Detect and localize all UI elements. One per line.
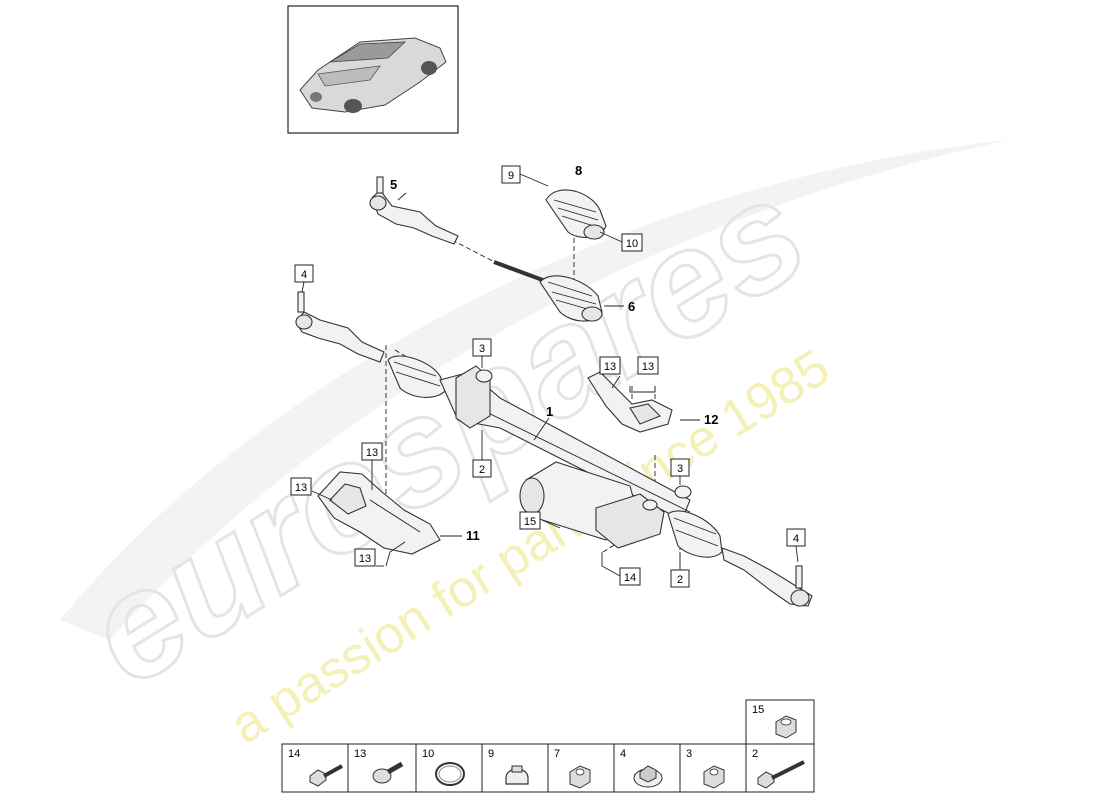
callout-15[interactable]: 15: [519, 511, 541, 530]
hose-clip-icon: [505, 765, 529, 785]
heat-shield-left: [317, 471, 441, 555]
callout-9-text: 9: [508, 170, 514, 182]
callout-3-right-text: 3: [677, 463, 683, 475]
legend-label-13: 13: [354, 748, 366, 760]
callout-13-d[interactable]: 13: [290, 477, 312, 496]
clamp-ring-icon: [435, 762, 465, 786]
legend-row: 14 13 10 9: [281, 743, 815, 793]
callout-13-c-text: 13: [366, 447, 378, 459]
callout-4-left[interactable]: 4: [294, 264, 314, 283]
callout-15-text: 15: [524, 516, 536, 528]
steering-rack: [295, 291, 813, 607]
bolt-long-icon: [309, 764, 343, 787]
legend-label-4: 4: [620, 748, 626, 760]
callout-3-upper-text: 3: [479, 343, 485, 355]
hex-nut-icon: [703, 765, 725, 789]
bolt-short-icon: [372, 761, 404, 784]
legend-label-14: 14: [288, 748, 300, 760]
callout-14[interactable]: 14: [619, 567, 641, 586]
callout-4-right-text: 4: [793, 533, 799, 545]
callout-9[interactable]: 9: [501, 165, 521, 184]
bellows-upper: [545, 189, 607, 240]
callout-2-left[interactable]: 2: [472, 459, 492, 478]
bolt-icon: [757, 760, 805, 789]
nut-icon: [569, 765, 591, 789]
legend-cell-10[interactable]: 10: [422, 748, 465, 786]
callout-1[interactable]: 1: [546, 404, 553, 419]
callout-4-left-text: 4: [301, 269, 307, 281]
callout-3-right[interactable]: 3: [670, 458, 690, 477]
callout-13-a-text: 13: [604, 361, 616, 373]
callout-6[interactable]: 6: [628, 299, 635, 314]
legend-cell-4[interactable]: 4: [620, 748, 663, 788]
legend: 15 14 13: [281, 699, 815, 793]
heat-shield-right: [587, 371, 673, 433]
callout-13-e-text: 13: [359, 553, 371, 565]
legend-cell-13[interactable]: 13: [354, 748, 404, 784]
flange-nut-icon: [775, 715, 797, 739]
watermark: eurospares a passion for parts since 198…: [56, 140, 1010, 755]
legend-label-7: 7: [554, 748, 560, 760]
callout-2-right-text: 2: [677, 574, 683, 586]
callout-13-e[interactable]: 13: [354, 548, 376, 567]
legend-label-3: 3: [686, 748, 692, 760]
callout-11[interactable]: 11: [466, 528, 480, 543]
legend-cell-15[interactable]: 15: [745, 699, 815, 745]
callout-10-text: 10: [626, 238, 638, 250]
callout-10[interactable]: 10: [621, 233, 643, 252]
callout-4-right[interactable]: 4: [786, 528, 806, 547]
legend-cell-7[interactable]: 7: [554, 748, 591, 789]
callout-5[interactable]: 5: [390, 177, 397, 192]
car-thumbnail: [287, 5, 459, 134]
callout-13-b[interactable]: 13: [637, 356, 659, 375]
legend-cell-3[interactable]: 3: [686, 748, 725, 789]
callout-13-a[interactable]: 13: [599, 356, 621, 375]
bellows-lower: [493, 260, 603, 322]
callout-2-right[interactable]: 2: [670, 569, 690, 588]
legend-label-2: 2: [752, 748, 758, 760]
callout-12[interactable]: 12: [704, 412, 718, 427]
callout-8[interactable]: 8: [575, 163, 582, 178]
callout-13-c[interactable]: 13: [361, 442, 383, 461]
washer-nut-icon: [633, 765, 663, 788]
legend-cell-9[interactable]: 9: [488, 748, 529, 785]
callout-13-b-text: 13: [642, 361, 654, 373]
callout-13-d-text: 13: [295, 482, 307, 494]
legend-label-9: 9: [488, 748, 494, 760]
legend-label-15: 15: [752, 704, 764, 716]
tie-rod-end-upper: [369, 176, 459, 245]
callout-2-left-text: 2: [479, 464, 485, 476]
legend-label-10: 10: [422, 748, 434, 760]
callout-14-text: 14: [624, 572, 636, 584]
callout-3-upper[interactable]: 3: [472, 338, 492, 357]
watermark-swoosh: [60, 140, 1010, 640]
car-icon: [299, 37, 447, 113]
legend-cell-14[interactable]: 14: [288, 748, 343, 787]
legend-cell-2[interactable]: 2: [752, 748, 805, 789]
